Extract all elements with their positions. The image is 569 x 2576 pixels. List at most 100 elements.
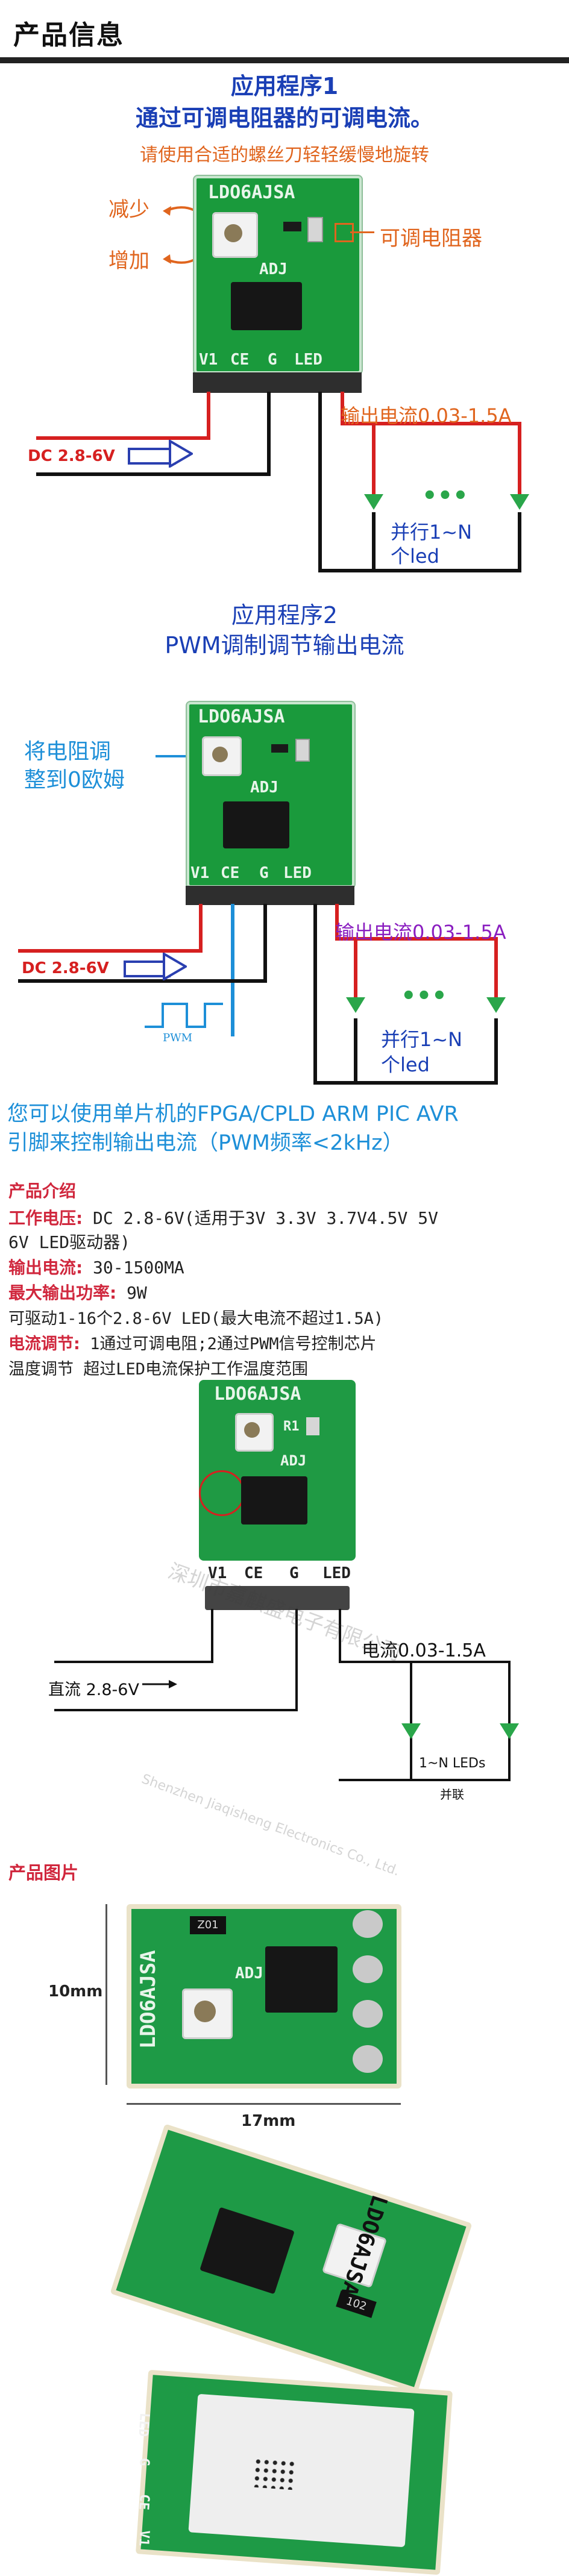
app2-dc-label: DC 2.8-6V — [22, 959, 109, 977]
pcb3-name: LDO6AJSA — [214, 1384, 301, 1405]
resistor-r1-2 — [271, 744, 288, 753]
pcb-board-2 — [187, 702, 354, 888]
spec-voltage-2: 6V LED驱动器) — [8, 1232, 131, 1252]
led3-icon-2 — [500, 1723, 519, 1739]
led-icon-2 — [510, 494, 529, 510]
app2-led-count: 个led — [381, 1053, 430, 1076]
spec-adjust: 电流调节: 1通过可调电阻;2通过PWM信号控制芯片 — [8, 1330, 377, 1354]
wire3-led-a — [410, 1661, 412, 1781]
photo3-pin-ce: CE — [136, 2493, 152, 2511]
pin-header-3 — [205, 1586, 350, 1610]
pcb2-pin-ce: CE — [221, 864, 240, 882]
app2-note-2: 整到0欧姆 — [24, 768, 125, 792]
app1-output-label: 输出电流0.03-1.5A — [341, 404, 512, 427]
led-dots-1: ••• — [422, 482, 468, 510]
diag3-current: 电流0.03-1.5A — [362, 1640, 486, 1661]
wire2-led-a-low — [354, 1018, 357, 1085]
pcb1-pin-v1: V1 — [199, 351, 218, 369]
wire2-led — [335, 904, 339, 940]
wire2-led-a — [354, 937, 357, 997]
wire3-led-top — [339, 1661, 511, 1663]
page-title: 产品信息 — [13, 20, 124, 51]
pot3-screw-icon — [244, 1422, 260, 1438]
pcb2-pin-led: LED — [283, 864, 312, 882]
spec-adjust-key: 电流调节: — [8, 1335, 80, 1353]
right-arrow-icon-2 — [163, 953, 187, 980]
spec-current-key: 输出电流: — [8, 1258, 83, 1277]
photo1-pads — [353, 1910, 383, 2073]
app2-footer-2: 引脚来控制输出电流（PWM频率<2kHz） — [7, 1131, 404, 1155]
pcb-board-1 — [194, 176, 362, 374]
wire2-led-b-low — [494, 1018, 498, 1085]
pot-screw-icon — [224, 224, 242, 242]
wire-led — [341, 392, 344, 422]
photo1-pot — [182, 1988, 233, 2039]
pot-pointer-line — [350, 231, 374, 233]
photo1-adj: ADJ — [235, 1964, 263, 1982]
led2-dots: ••• — [401, 982, 447, 1010]
capacitor — [307, 217, 323, 242]
wire3-led — [339, 1609, 341, 1663]
header-divider — [0, 57, 569, 63]
spec-current-val: 30-1500MA — [83, 1258, 184, 1277]
app2-title: 应用程序2 — [231, 602, 338, 628]
highlight-circle — [199, 1470, 245, 1516]
wire3-led-b — [508, 1661, 511, 1781]
driver-chip-3 — [241, 1476, 307, 1525]
pcb1-pin-g: G — [268, 351, 277, 369]
wire3-return — [339, 1779, 412, 1781]
photo3-pad — [188, 2393, 415, 2548]
photos-section-title: 产品图片 — [8, 1863, 79, 1883]
wire-gnd — [267, 392, 271, 476]
diag3-parallel: 并联 — [440, 1787, 464, 1802]
pcb1-adj: ADJ — [259, 260, 288, 278]
wire2-v1 — [199, 904, 203, 952]
wire-led-top — [341, 422, 521, 425]
arrow-body-1 — [128, 448, 176, 465]
pot2-screw-icon — [212, 747, 228, 762]
wire2-gnd — [263, 904, 267, 982]
spec-voltage: 工作电压: DC 2.8-6V(适用于3V 3.3V 3.7V4.5V 5V — [8, 1205, 438, 1229]
photo1-name: LDO6AJSA — [136, 1950, 160, 2049]
right-arrow-icon — [169, 440, 193, 468]
pcb2-pin-v1: V1 — [190, 864, 210, 882]
pcb2-adj: ADJ — [250, 779, 278, 797]
app1-parallel: 并行1~N — [391, 521, 473, 544]
height-dim-line — [105, 1904, 107, 2085]
app2-subtitle: PWM调制调节输出电流 — [165, 632, 404, 659]
wire-dc-pos — [36, 436, 210, 440]
pcb1-name: LDO6AJSA — [208, 182, 295, 203]
pcb3-pin-ce: CE — [244, 1564, 263, 1582]
diag3-leds: 1~N LEDs — [419, 1756, 486, 1771]
photo3-vias — [252, 2457, 297, 2490]
wire-dc-neg — [36, 472, 271, 476]
pcb2-pin-g: G — [259, 864, 269, 882]
pcb3-pin-v1: V1 — [208, 1564, 227, 1582]
width-dim-line — [127, 2103, 401, 2105]
decrease-label: 减少 — [108, 198, 149, 222]
wire-led-bottom — [318, 569, 521, 572]
spec-drive: 可驱动1-16个2.8-6V LED(最大电流不超过1.5A) — [8, 1309, 384, 1328]
wire-led-b-low — [518, 512, 521, 572]
wire2-ce-pwm — [231, 904, 234, 1036]
wire-led-a-low — [372, 512, 376, 572]
wire2-dc-pos — [18, 949, 203, 953]
photo3-pin-v1: V1 — [136, 2530, 152, 2547]
pcb1-pin-ce: CE — [230, 351, 250, 369]
specs-section-title: 产品介绍 — [8, 1181, 77, 1201]
wire3-gnd — [295, 1609, 298, 1711]
photo1-chip — [265, 1946, 338, 2013]
photo-width: 17mm — [241, 2112, 296, 2130]
diag3-arrow-icon — [142, 1680, 177, 1688]
wire2-led-bottom — [313, 1081, 498, 1085]
spec-temp: 温度调节 超过LED电流保护工作温度范围 — [8, 1360, 309, 1379]
pot-label: 可调电阻器 — [380, 227, 482, 251]
capacitor-3 — [306, 1417, 319, 1435]
pin-header-1 — [193, 372, 362, 393]
wire3-dc-pos — [54, 1661, 213, 1663]
spec-voltage-val: DC 2.8-6V(适用于3V 3.3V 3.7V4.5V 5V — [83, 1208, 438, 1228]
wire2-led-top — [335, 937, 498, 941]
photo-board-angled — [110, 2123, 473, 2393]
led3-icon-1 — [401, 1723, 421, 1739]
pin-header-2 — [186, 886, 354, 905]
